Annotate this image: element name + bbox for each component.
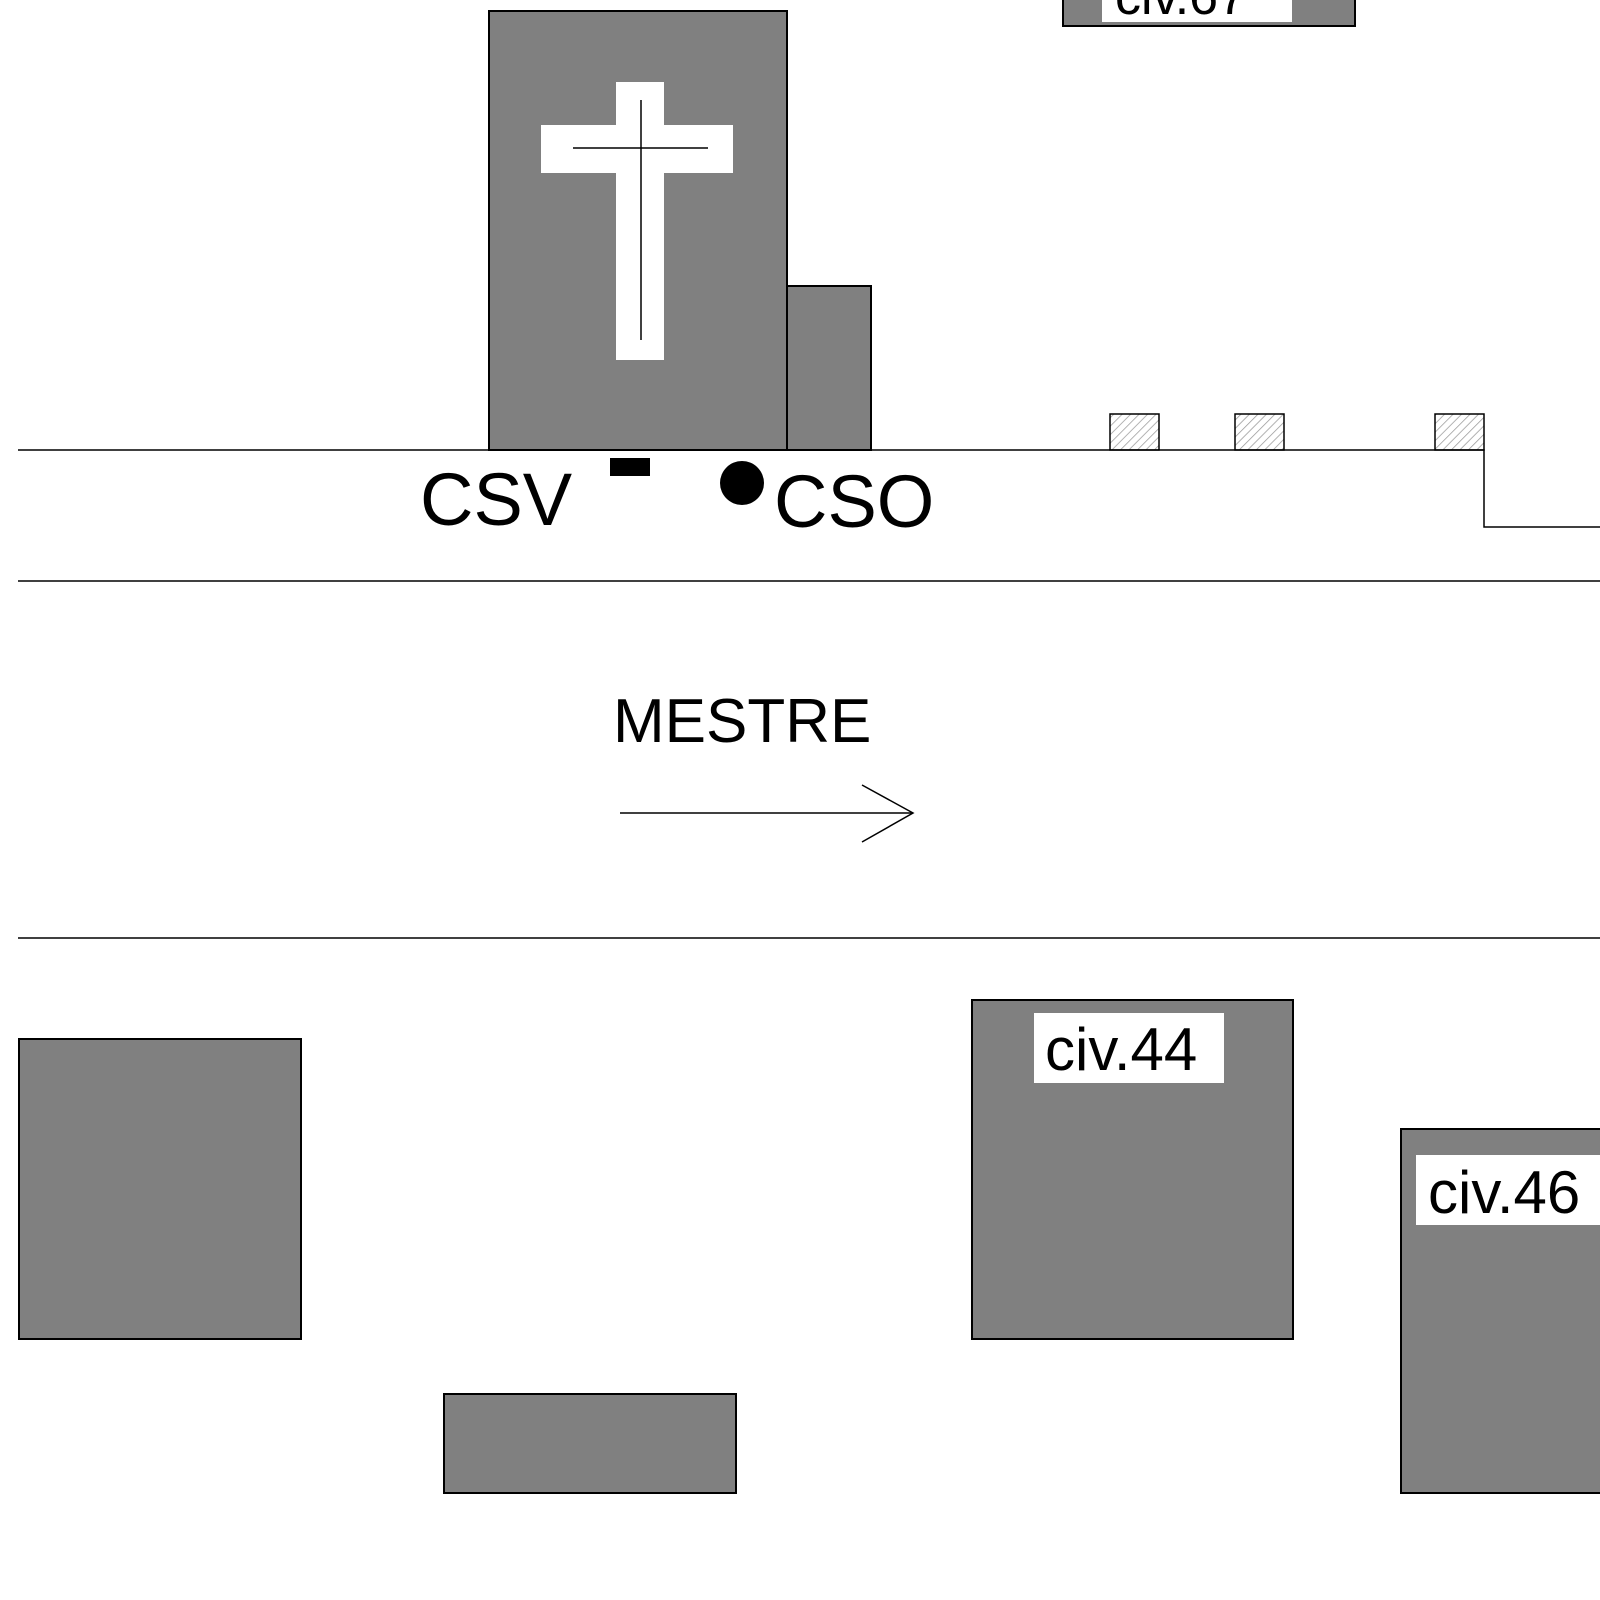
csv-label: CSV xyxy=(420,458,573,541)
church-building xyxy=(488,10,788,451)
civ-top-label: civ.67 xyxy=(1115,0,1247,26)
building-civ46: civ.46 xyxy=(1400,1128,1600,1494)
building-lower-left xyxy=(18,1038,302,1340)
hatched-pillar-1 xyxy=(1109,413,1160,451)
civ46-label: civ.46 xyxy=(1428,1159,1580,1226)
direction-label: MESTRE xyxy=(613,687,871,756)
civ44-label: civ.44 xyxy=(1045,1016,1197,1083)
hatched-pillar-3 xyxy=(1434,413,1485,451)
cross-icon xyxy=(541,82,733,360)
csv-marker-icon xyxy=(610,458,650,476)
direction-arrow-icon xyxy=(620,784,915,843)
building-civ44: civ.44 xyxy=(971,999,1294,1340)
cso-label: CSO xyxy=(774,460,934,543)
hatched-pillar-2 xyxy=(1234,413,1285,451)
church-annex xyxy=(786,285,872,451)
road-edge-upper xyxy=(18,449,1600,528)
cso-marker-icon xyxy=(720,461,764,505)
building-top-partial: civ.67 xyxy=(1062,0,1356,27)
building-lower-middle xyxy=(443,1393,737,1494)
